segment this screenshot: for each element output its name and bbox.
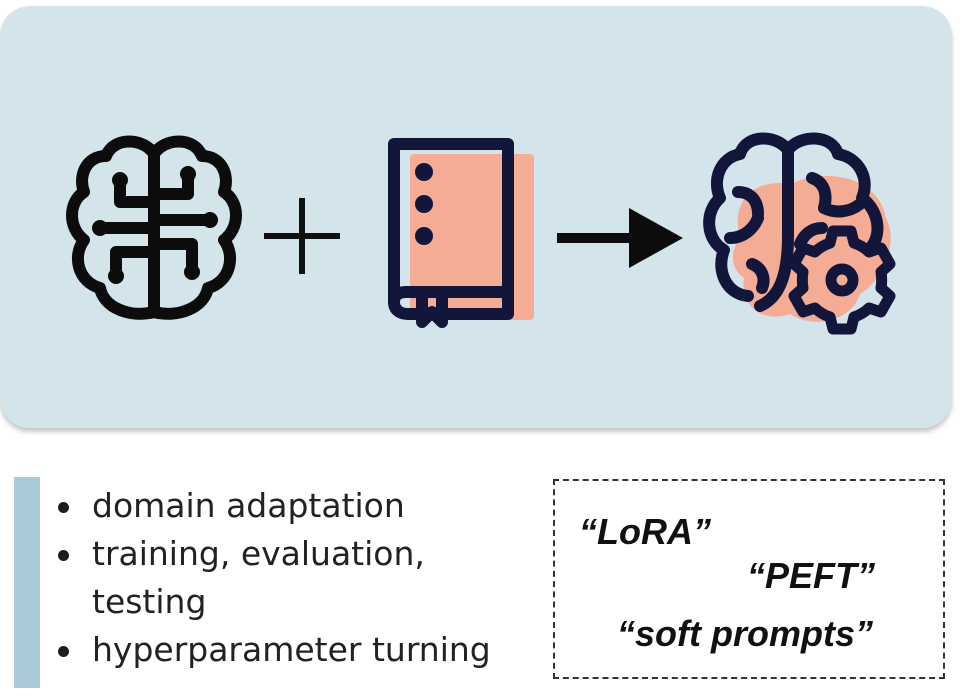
terms-box: “LoRA” “PEFT” “soft prompts”	[553, 479, 945, 679]
term-lora: “LoRA”	[579, 511, 711, 552]
term-soft-prompts: “soft prompts”	[617, 613, 873, 654]
brain-icon	[66, 135, 242, 320]
bullet-list: domain adaptation training, evaluation, …	[56, 482, 491, 674]
bullet-item: domain adaptation	[56, 482, 491, 530]
arrow-right-icon	[557, 208, 683, 268]
bullet-item: training, evaluation,	[56, 530, 491, 578]
brain-gear-icon	[703, 132, 896, 335]
bullet-item-continuation: testing	[92, 582, 207, 621]
accent-bar	[14, 477, 40, 688]
plus-icon	[264, 198, 340, 274]
term-peft: “PEFT”	[747, 555, 876, 596]
book-icon	[388, 138, 534, 328]
bullet-item: hyperparameter turning	[56, 626, 491, 674]
